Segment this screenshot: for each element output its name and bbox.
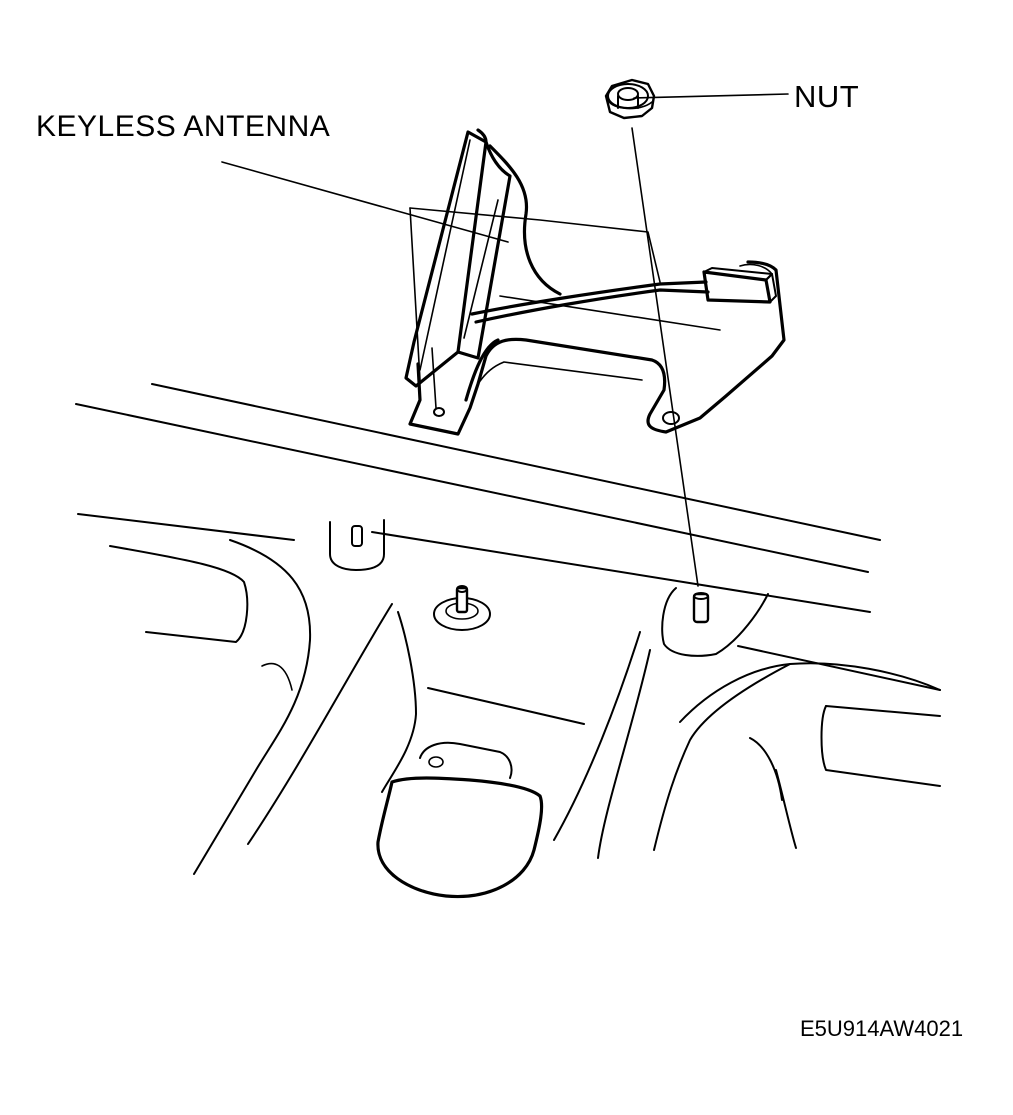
- figure-code: E5U914AW4021: [800, 1016, 964, 1041]
- keyless-antenna: [404, 128, 786, 436]
- roof-panel: [75, 383, 941, 691]
- body-pressings: [109, 539, 941, 899]
- left-hole-line: [431, 347, 437, 409]
- antenna-leader-line: [221, 161, 509, 243]
- nut-assembly-line: [631, 127, 699, 587]
- left-stud-boss: [329, 519, 385, 571]
- leader-lines: [221, 93, 789, 587]
- nut-icon: [604, 78, 656, 120]
- keyless-antenna-label: KEYLESS ANTENNA: [36, 110, 331, 143]
- nut-label: NUT: [794, 79, 860, 114]
- nut-leader-line: [633, 93, 789, 99]
- right-stud-boss[interactable]: [661, 587, 769, 657]
- center-stud: [433, 585, 491, 631]
